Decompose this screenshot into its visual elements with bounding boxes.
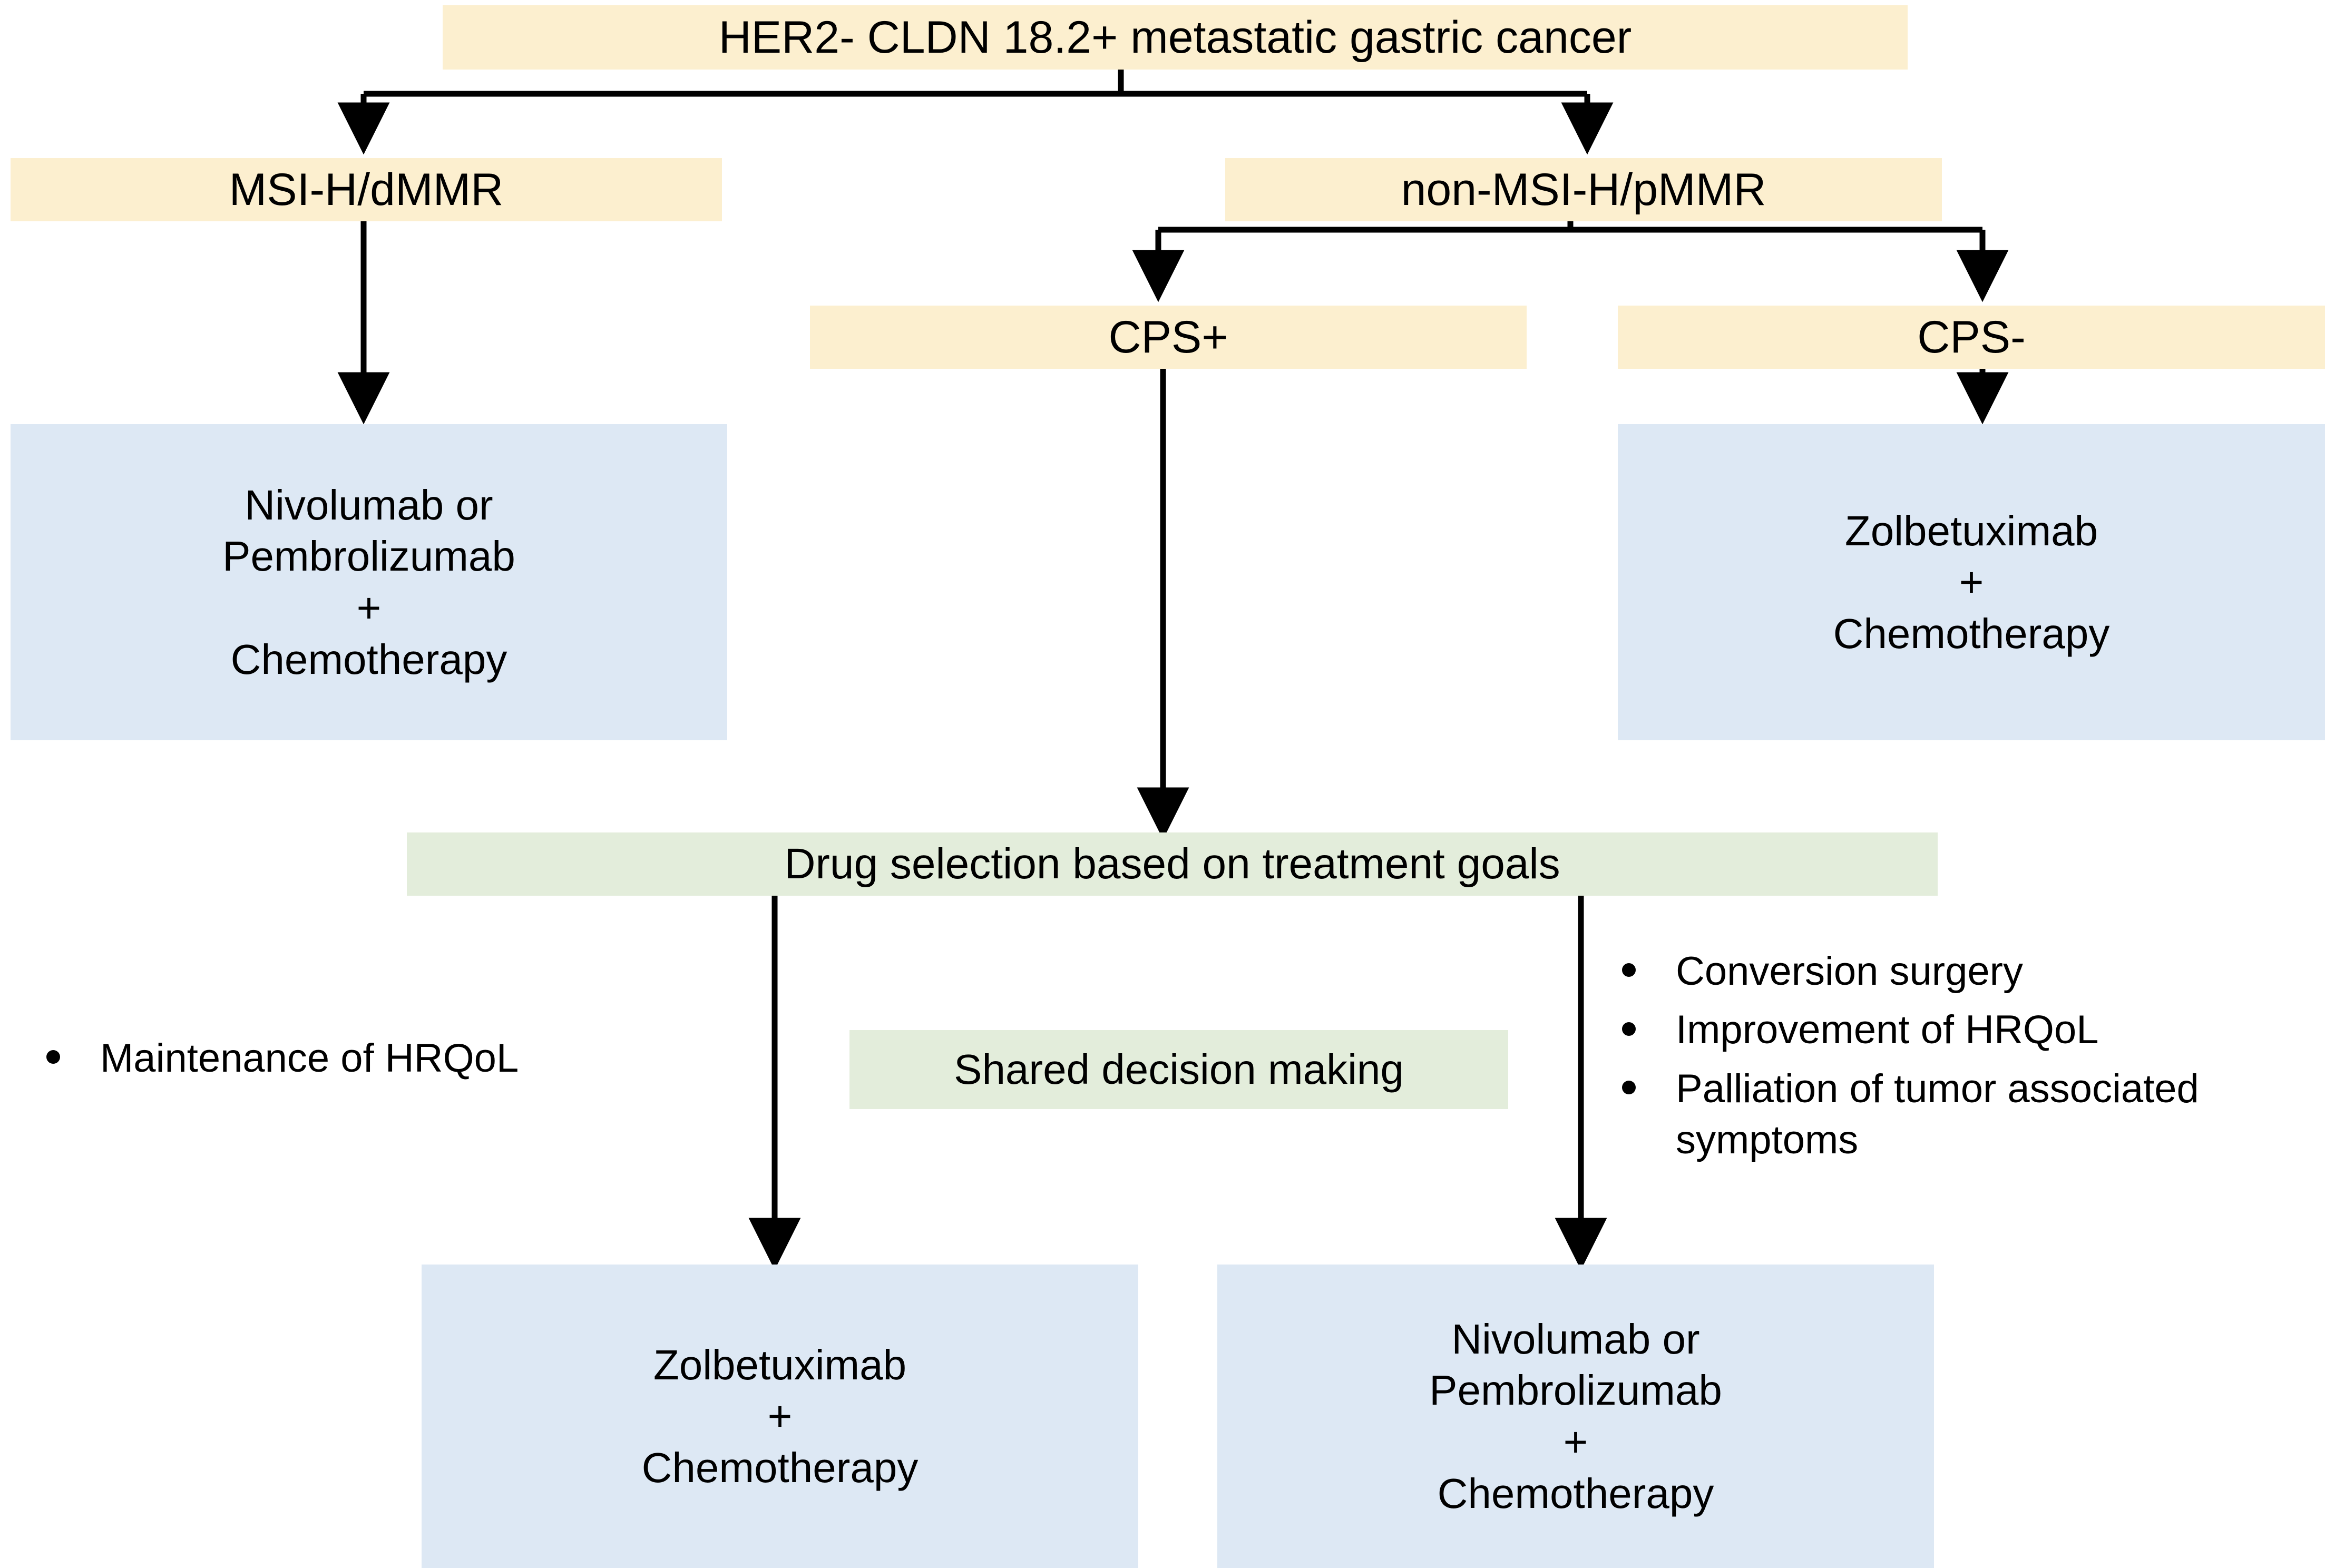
goal-list-right: Conversion surgery Improvement of HRQoL … [1613, 946, 2325, 1165]
list-item: Palliation of tumor associated symptoms [1613, 1063, 2325, 1166]
list-item-label: Improvement of HRQoL [1676, 1007, 2099, 1053]
bullet-dot-icon [1622, 1080, 1636, 1094]
bullet-dot-icon [1622, 1022, 1636, 1036]
node-msi-high[interactable]: MSI-H/dMMR [11, 158, 722, 221]
list-item: Conversion surgery [1613, 946, 2325, 997]
list-item: Maintenance of HRQoL [37, 1033, 732, 1084]
node-treatment-cps-negative[interactable]: Zolbetuximab + Chemotherapy [1618, 424, 2325, 740]
node-treatment-msi-high[interactable]: Nivolumab or Pembrolizumab + Chemotherap… [11, 424, 727, 740]
list-item-label: Maintenance of HRQoL [100, 1036, 519, 1081]
node-cps-positive[interactable]: CPS+ [810, 306, 1527, 369]
list-item-label: Conversion surgery [1676, 949, 2023, 994]
bullet-dot-icon [1622, 963, 1636, 977]
node-treatment-goal-left[interactable]: Zolbetuximab + Chemotherapy [422, 1265, 1138, 1568]
node-root-diagnosis[interactable]: HER2- CLDN 18.2+ metastatic gastric canc… [443, 5, 1908, 70]
goal-list-right-items: Conversion surgery Improvement of HRQoL … [1613, 946, 2325, 1165]
node-shared-decision-making[interactable]: Shared decision making [849, 1030, 1508, 1109]
goal-list-left-items: Maintenance of HRQoL [37, 1033, 732, 1084]
list-item-label: Palliation of tumor associated symptoms [1676, 1066, 2199, 1162]
node-cps-negative[interactable]: CPS- [1618, 306, 2325, 369]
node-drug-selection[interactable]: Drug selection based on treatment goals [407, 832, 1938, 896]
node-non-msi-high[interactable]: non-MSI-H/pMMR [1225, 158, 1942, 221]
goal-list-left: Maintenance of HRQoL [37, 1033, 732, 1084]
bullet-dot-icon [46, 1050, 60, 1064]
node-treatment-goal-right[interactable]: Nivolumab or Pembrolizumab + Chemotherap… [1217, 1265, 1934, 1568]
list-item: Improvement of HRQoL [1613, 1004, 2325, 1055]
